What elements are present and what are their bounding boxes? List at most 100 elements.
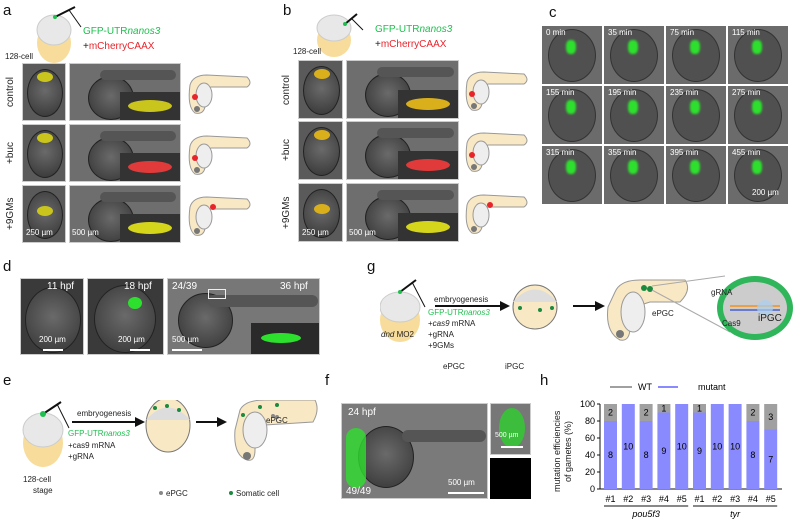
x-tick-label: #3 (641, 494, 651, 504)
early-embryo-image (22, 124, 66, 182)
bar-wt (639, 404, 653, 421)
cas9-label: +cas9 mRNA (68, 441, 116, 450)
injection-embryo-icon (36, 6, 82, 63)
timelapse-frame: 155 min (542, 86, 602, 144)
gfp-label-g: GFP-UTR (428, 308, 464, 317)
panel-label-a: a (3, 2, 12, 19)
bar-wt (746, 404, 760, 421)
bar-mutant (621, 404, 635, 489)
time-label: 24 hpf (348, 407, 376, 418)
scalebar-label: 500 µm (349, 228, 376, 237)
inset (398, 151, 458, 179)
bar-label: 2 (644, 408, 649, 418)
inset (120, 153, 180, 181)
bar-mutant (710, 404, 724, 489)
y-tick-label: 100 (580, 399, 595, 409)
inset (398, 213, 458, 241)
bar-mutant (675, 404, 689, 489)
d-image-18hpf: 18 hpf 200 µm (87, 278, 164, 355)
bar-label: 2 (750, 408, 755, 418)
plus: + (428, 319, 433, 328)
row-label: +buc (5, 142, 16, 164)
stage-label: stage (33, 486, 53, 495)
stage-label-b: 128-cell (293, 47, 322, 56)
bar-wt (764, 404, 778, 430)
y-tick-label: 80 (585, 416, 595, 426)
y-tick-label: 0 (590, 484, 595, 494)
scalebar-label: 250 µm (26, 228, 53, 237)
x-tick-label: #5 (766, 494, 776, 504)
gfp-gene-b: nanos3 (419, 24, 453, 35)
legend-epgc: ePGC (166, 489, 188, 498)
bar-mutant (639, 421, 653, 489)
x-tick-label: #2 (712, 494, 722, 504)
inset (120, 92, 180, 120)
bar-mutant (728, 404, 742, 489)
x-tick-label: #1 (605, 494, 615, 504)
x-tick-label: #5 (677, 494, 687, 504)
x-tick-label: #1 (694, 494, 704, 504)
larva-cartoon (188, 196, 251, 236)
y-tick-label: 60 (585, 433, 595, 443)
larva-cartoon (465, 71, 528, 111)
bar-label: 3 (768, 412, 773, 422)
bar-label: 9 (697, 446, 702, 456)
early-embryo-image (298, 183, 343, 242)
bar-mutant (604, 421, 617, 489)
time-label: 35 min (608, 28, 633, 37)
scalebar-label: 500 µm (72, 228, 99, 237)
gfp-label-e: GFP-UTR (68, 429, 104, 438)
stage-label: 128-cell (23, 475, 52, 484)
panel-label-g: g (367, 258, 376, 275)
panel-label-c: c (549, 4, 557, 21)
bar-wt (693, 404, 706, 413)
y-tick-label: 40 (585, 450, 595, 460)
row-label: control (5, 77, 16, 108)
d-image-11hpf: 11 hpf 200 µm (20, 278, 84, 355)
larva-image (69, 185, 181, 243)
grna-label: +gRNA (68, 452, 95, 461)
cas9-callout: Cas9 (722, 319, 741, 328)
bar-label: 8 (644, 450, 649, 460)
panel-label-b: b (283, 2, 292, 19)
timelapse-frame: 0 min (542, 26, 602, 84)
x-tick-label: #4 (659, 494, 669, 504)
mo-label: MO2 (394, 330, 414, 339)
f-inset-black (490, 458, 531, 499)
row-label: +9GMs (281, 196, 292, 229)
bar-mutant (657, 412, 671, 489)
timelapse-frame: 315 min (542, 146, 602, 204)
row-label: +9GMs (5, 197, 16, 231)
group-label: pou5f3 (631, 509, 660, 519)
time-label: 235 min (670, 88, 699, 97)
ipgc-callout: iPGC (758, 313, 782, 324)
time-label: 115 min (732, 28, 760, 37)
e-schematic (22, 400, 318, 495)
row-label: +buc (281, 139, 292, 162)
time-label: 75 min (670, 28, 695, 37)
stage-label: 128-cell (5, 52, 34, 61)
legend-somatic: Somatic cell (236, 489, 280, 498)
larva-image (346, 60, 459, 119)
epgc-label: ePGC (652, 309, 674, 318)
time-label: 195 min (608, 88, 637, 97)
early-embryo-image (22, 63, 66, 121)
inset (120, 214, 180, 242)
g-schematic (380, 275, 793, 342)
mutation-chart: 02040608010082#110#282#391#410#591#110#2… (580, 382, 782, 519)
timelapse-frame: 455 min (728, 146, 788, 204)
bar-mutant (693, 412, 706, 489)
bar-label: 8 (608, 450, 613, 460)
timelapse-frame: 275 min (728, 86, 788, 144)
larva-image (69, 124, 181, 182)
bar-label: 9 (661, 446, 666, 456)
bar-label: 10 (712, 442, 722, 452)
x-tick-label: #4 (748, 494, 758, 504)
scalebar-label: 250 µm (302, 228, 329, 237)
row-label: control (281, 74, 292, 105)
d-image-36hpf: 24/39 36 hpf 500 µm (167, 278, 320, 355)
gfp-label-b: GFP-UTR (375, 24, 420, 35)
f-inset-germ: 500 µm (490, 403, 531, 455)
timelapse-frame: 35 min (604, 26, 664, 84)
plus-b: + (375, 39, 381, 50)
